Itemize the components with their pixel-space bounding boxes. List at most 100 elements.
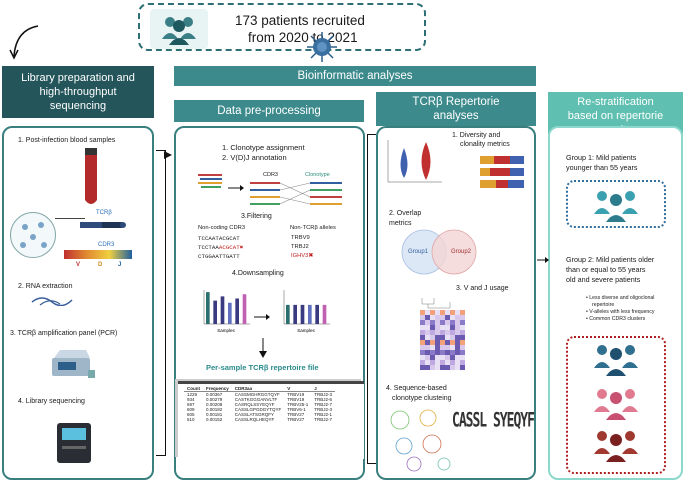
chart-bar xyxy=(308,304,312,324)
heatmap-cell xyxy=(460,355,465,360)
col2-s1b: 2. V(D)J annotation xyxy=(222,153,287,162)
heatmap-cell xyxy=(450,340,455,345)
heatmap-cell xyxy=(435,365,440,370)
heatmap-cell xyxy=(425,310,430,315)
col4-header-l1: Re-stratification xyxy=(577,96,654,108)
group2-people-icon xyxy=(594,345,638,462)
heatmap-cell xyxy=(425,325,430,330)
heatmap-cell xyxy=(435,355,440,360)
cluster-network xyxy=(384,404,456,474)
heatmap-cell xyxy=(435,335,440,340)
group1-people-icon xyxy=(594,191,638,222)
heatmap-cell xyxy=(455,355,460,360)
table-cell: TRBJ2-7 xyxy=(314,417,333,422)
col2-noncoding: Non-coding CDR3 xyxy=(198,225,246,231)
group2-box xyxy=(566,336,666,474)
bioinformatic-header: Bioinformatic analyses xyxy=(174,66,536,86)
table-header: J xyxy=(311,386,336,392)
heatmap-cell xyxy=(445,310,450,315)
heatmap-cell xyxy=(430,365,435,370)
heatmap-cell xyxy=(440,330,445,335)
col2-s1a: 1. Clonotype assignment xyxy=(222,143,305,152)
col3-header-l2: analyses xyxy=(433,110,479,122)
col1-step4: 4. Library sequencing xyxy=(18,398,85,405)
heatmap-cell xyxy=(445,325,450,330)
heatmap-cell xyxy=(440,355,445,360)
table-cell: 0.00279 xyxy=(206,397,223,402)
heatmap-cell xyxy=(445,345,450,350)
chart-bar xyxy=(228,302,232,324)
chart-bar xyxy=(220,296,225,324)
col4-bullet2: • V-alleles with less frequency xyxy=(586,309,655,315)
heatmap-cell xyxy=(455,345,460,350)
heatmap-cell xyxy=(430,325,435,330)
flow-bracket xyxy=(156,150,166,456)
heatmap-cell xyxy=(460,360,465,365)
col4-g2c: old and severe patients xyxy=(566,275,641,284)
col1-j: J xyxy=(118,262,122,268)
heatmap-cell xyxy=(425,365,430,370)
table-cell: TRBV27 xyxy=(287,412,305,417)
arrow-right-icon xyxy=(228,178,244,191)
blood-tube-icon xyxy=(82,148,100,208)
table-cell: TRBV25-1 xyxy=(287,402,309,407)
col3-bracket xyxy=(367,134,376,464)
heatmap-cell xyxy=(460,345,465,350)
heatmap-cell xyxy=(455,340,460,345)
heatmap xyxy=(398,296,466,372)
table-header: V xyxy=(284,386,312,392)
heatmap-cell xyxy=(445,350,450,355)
table-cell: CASSLRQLHEQYF xyxy=(234,417,275,422)
table-cell: CASTKGGGANVLTF xyxy=(234,397,278,402)
heatmap-cell xyxy=(455,330,460,335)
patients-banner-line1: 173 patients recruited xyxy=(235,13,365,28)
col1-header: Library preparation and high-throughput … xyxy=(2,66,154,118)
table-cell: TRBJ2-6 xyxy=(314,397,333,402)
virus-icon xyxy=(305,30,339,64)
allele3-row: IGHV3✖ xyxy=(291,253,313,259)
col3-m3: 3. V and J usage xyxy=(456,285,509,292)
heatmap-cell xyxy=(460,350,465,355)
arrow-down-icon xyxy=(259,338,267,358)
allele3: IGHV3 xyxy=(291,253,309,259)
heatmap-cell xyxy=(450,350,455,355)
table-cell: 0.00152 xyxy=(206,417,223,422)
bullet3-text: Common CDR3 clusters xyxy=(589,316,646,322)
heatmap-cell xyxy=(425,330,430,335)
table-cell: 605 xyxy=(187,412,195,417)
chart-xlabel: Samples xyxy=(217,328,235,333)
seq3: CTGGAATTGATT xyxy=(198,253,240,260)
heatmap-cell xyxy=(440,310,445,315)
heatmap-cell xyxy=(435,350,440,355)
col1-step1: 1. Post-infection blood samples xyxy=(18,137,116,144)
heatmap-cell xyxy=(440,365,445,370)
table-cell: 0.00181 xyxy=(206,412,223,417)
clonality-bars xyxy=(470,152,528,200)
heatmap-cell xyxy=(455,310,460,315)
col1-header-l1: Library preparation and xyxy=(21,72,135,84)
vdj-gradient-bar xyxy=(64,250,132,259)
col3-m2a: 2. Overlap xyxy=(389,210,422,217)
violin-plot xyxy=(384,138,444,188)
col4-bullet1: • Less diverse and oligoclonal xyxy=(586,295,655,301)
table-header: Frequency xyxy=(203,386,232,392)
heatmap-cell xyxy=(460,320,465,325)
tcr-receptor-icon xyxy=(78,218,128,230)
heatmap-cell xyxy=(445,365,450,370)
heatmap-cell xyxy=(430,315,435,320)
col4-g1b: younger than 55 years xyxy=(566,163,638,172)
table-cell: CASSLATSGRQFY xyxy=(234,412,274,417)
col3-m1a: 1. Diversity and xyxy=(452,132,501,139)
heatmap-cell xyxy=(425,320,430,325)
heatmap-cell xyxy=(440,350,445,355)
heatmap-cell xyxy=(420,350,425,355)
heatmap-cell xyxy=(455,350,460,355)
col1-cdr3-label: CDR3 xyxy=(98,242,115,248)
heatmap-cell xyxy=(450,320,455,325)
table-cell: TRBV19 xyxy=(287,392,305,397)
heatmap-cell xyxy=(435,325,440,330)
chart-bar xyxy=(206,292,210,324)
heatmap-cell xyxy=(460,310,465,315)
seq2b: ACGCAT xyxy=(218,244,240,251)
